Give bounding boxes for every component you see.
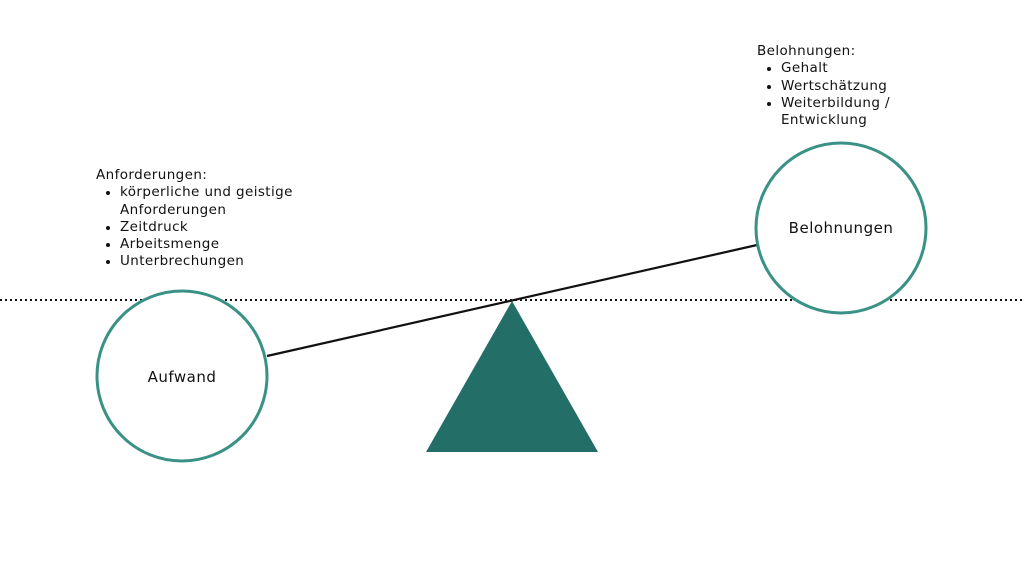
effort-label: Aufwand	[147, 368, 217, 386]
demands-list-block: Anforderungen: körperliche und geistige …	[96, 167, 336, 271]
list-item: Weiterbildung / Entwicklung	[767, 95, 911, 130]
demands-heading: Anforderungen:	[96, 167, 208, 183]
reward-label: Belohnungen	[788, 219, 894, 237]
list-item: Gehalt	[767, 60, 937, 77]
rewards-list-block: Belohnungen: Gehalt Wertschätzung Weiter…	[757, 43, 937, 129]
list-item: Arbeitsmenge	[106, 236, 336, 253]
effort-circle	[95, 289, 269, 463]
list-item: körperliche und geistige Anforderungen	[106, 184, 310, 219]
list-item: Wertschätzung	[767, 78, 937, 95]
seesaw-beam	[266, 243, 758, 358]
list-item: Unterbrechungen	[106, 253, 336, 270]
rewards-heading: Belohnungen:	[757, 43, 856, 59]
list-item: Zeitdruck	[106, 219, 336, 236]
fulcrum-triangle	[426, 301, 598, 452]
reward-circle	[754, 141, 928, 315]
